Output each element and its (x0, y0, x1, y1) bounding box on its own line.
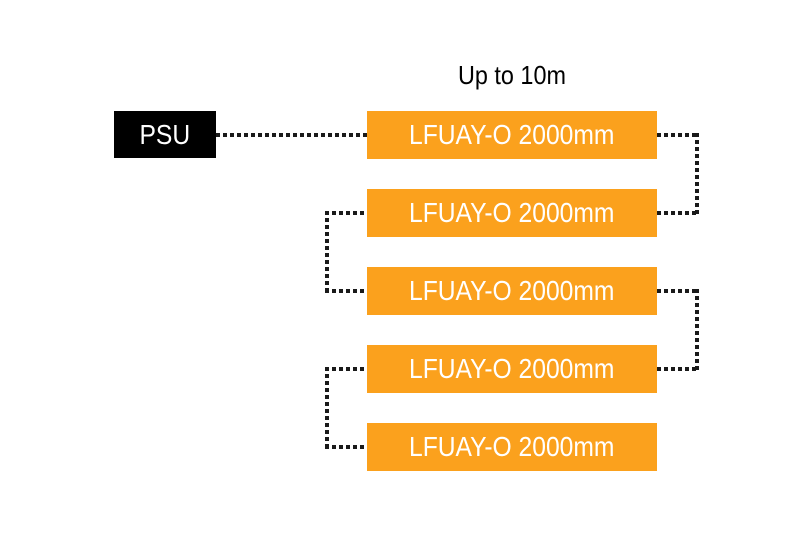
max-run-length-label: Up to 10m (367, 61, 657, 90)
connector-bar3-bar4-bottom (657, 367, 699, 371)
luminaire-bar-1-label: LFUAY-O 2000mm (409, 119, 615, 150)
luminaire-bar-1: LFUAY-O 2000mm (367, 111, 657, 159)
luminaire-bar-5-label: LFUAY-O 2000mm (409, 431, 615, 462)
max-run-length-text: Up to 10m (458, 60, 566, 90)
luminaire-bar-4: LFUAY-O 2000mm (367, 345, 657, 393)
connector-bar4-bar5-top (325, 367, 367, 371)
luminaire-bar-3: LFUAY-O 2000mm (367, 267, 657, 315)
connector-bar2-bar3-top (325, 211, 367, 215)
connector-bar1-bar2-top (657, 133, 699, 137)
connector-bar2-bar3-bottom (325, 289, 367, 293)
connector-psu-to-bar1 (216, 133, 367, 137)
luminaire-bar-2-label: LFUAY-O 2000mm (409, 197, 615, 228)
connector-bar1-bar2-vertical (695, 133, 699, 215)
connector-bar4-bar5-vertical (325, 367, 329, 449)
psu-box: PSU (114, 111, 216, 158)
luminaire-bar-5: LFUAY-O 2000mm (367, 423, 657, 471)
connector-bar4-bar5-bottom (325, 445, 367, 449)
connector-bar3-bar4-vertical (695, 289, 699, 371)
luminaire-bar-3-label: LFUAY-O 2000mm (409, 275, 615, 306)
connector-bar2-bar3-vertical (325, 211, 329, 293)
connector-bar1-bar2-bottom (657, 211, 699, 215)
psu-label: PSU (139, 118, 191, 150)
luminaire-bar-2: LFUAY-O 2000mm (367, 189, 657, 237)
connector-bar3-bar4-top (657, 289, 699, 293)
luminaire-bar-4-label: LFUAY-O 2000mm (409, 353, 615, 384)
